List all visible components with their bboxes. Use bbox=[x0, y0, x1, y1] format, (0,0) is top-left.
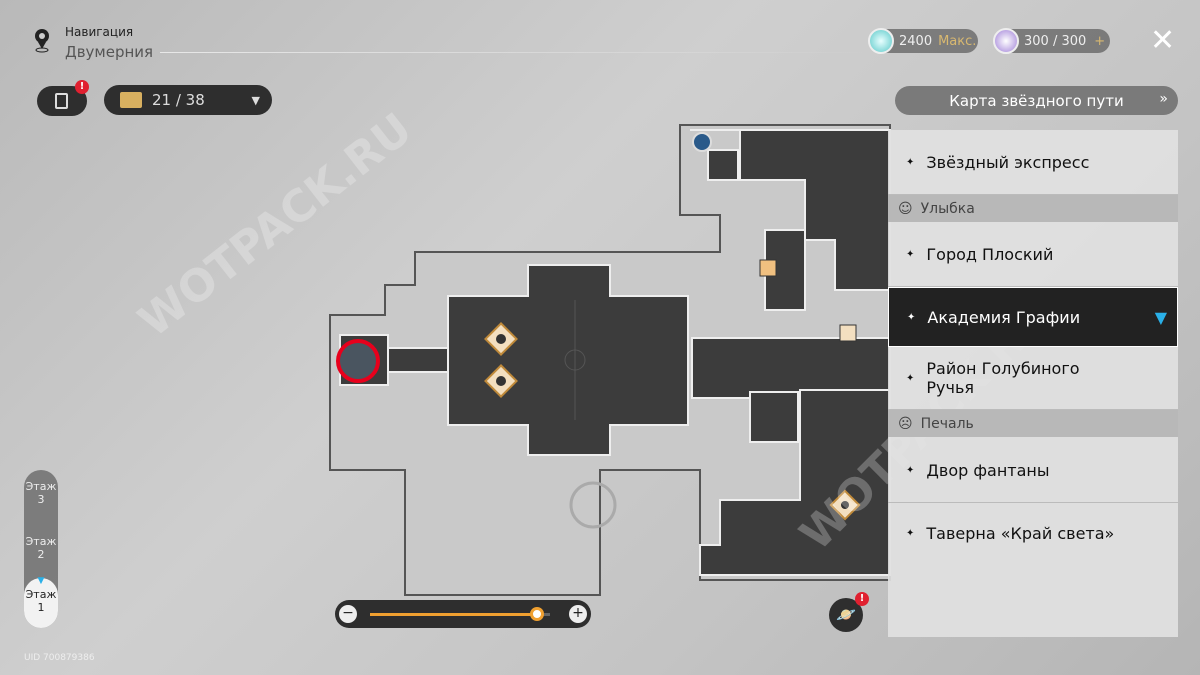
puzzle-icon[interactable] bbox=[759, 259, 777, 277]
planet-icon: 🪐 bbox=[836, 605, 856, 624]
quest-marker-icon[interactable] bbox=[484, 322, 518, 356]
clipboard-icon bbox=[55, 93, 68, 109]
zoom-out-button[interactable]: − bbox=[339, 605, 357, 623]
planet-button[interactable]: 🪐 ! bbox=[829, 592, 869, 632]
reserved-power-counter: 2400 Макс. bbox=[868, 28, 978, 54]
close-icon[interactable]: ✕ bbox=[1150, 23, 1176, 58]
zoom-control[interactable]: − + bbox=[335, 600, 591, 628]
zoom-slider-handle[interactable] bbox=[530, 607, 545, 621]
chest-count: 21 / 38 bbox=[152, 91, 205, 109]
star-map-label: Карта звёздного пути bbox=[949, 91, 1124, 110]
reserved-power-icon bbox=[868, 28, 894, 54]
quest-marker-icon[interactable] bbox=[829, 489, 861, 521]
chest-counter-dropdown[interactable]: 21 / 38 ▼ bbox=[104, 85, 272, 115]
zoom-fill bbox=[370, 613, 538, 616]
mission-log-button[interactable]: ! bbox=[37, 80, 89, 116]
location-item-selected[interactable]: ✦Академия Графии▼ bbox=[888, 287, 1178, 347]
location-pin-icon bbox=[33, 27, 51, 53]
trailblaze-power-counter: 300 / 300 + bbox=[993, 28, 1110, 54]
star-rail-map-button[interactable]: Карта звёздного пути » bbox=[895, 86, 1178, 115]
map-name: Двумерния bbox=[65, 43, 154, 61]
trailblaze-power-icon bbox=[993, 28, 1019, 54]
chevron-right-icon: » bbox=[1159, 91, 1168, 107]
zoom-in-button[interactable]: + bbox=[569, 605, 587, 623]
chevron-down-icon: ▼ bbox=[251, 93, 260, 107]
treasure-chest-icon bbox=[120, 92, 142, 108]
resource-value: 2400 bbox=[899, 33, 933, 49]
smile-mask-icon: ☺ bbox=[898, 200, 913, 217]
add-power-button[interactable]: + bbox=[1094, 33, 1106, 49]
resource-value: 300 / 300 bbox=[1024, 33, 1087, 49]
alert-badge: ! bbox=[75, 80, 89, 94]
location-item[interactable]: ✦Район Голубиного Ручья bbox=[888, 347, 1178, 410]
section-header: ☹Печаль bbox=[888, 410, 1178, 437]
location-list[interactable]: ✦Звёздный экспресс ☺Улыбка ✦Город Плоски… bbox=[888, 130, 1178, 637]
nav-arrow-icon: ▼ bbox=[1154, 307, 1167, 327]
sad-mask-icon: ☹ bbox=[898, 415, 913, 432]
location-item[interactable]: ✦Звёздный экспресс bbox=[888, 130, 1178, 195]
header-title: Навигация bbox=[65, 25, 134, 39]
location-item[interactable]: ✦Таверна «Край света» bbox=[906, 523, 1115, 543]
divider bbox=[160, 52, 880, 53]
resource-max-label: Макс. bbox=[938, 33, 977, 49]
quest-marker-icon[interactable] bbox=[484, 364, 518, 398]
location-item[interactable]: ✦Город Плоский bbox=[888, 222, 1178, 287]
alert-badge: ! bbox=[855, 592, 869, 606]
player-location-marker bbox=[336, 339, 380, 383]
uid-label: UID 700879386 bbox=[24, 653, 95, 663]
section-header: ☺Улыбка bbox=[888, 195, 1178, 222]
exit-icon bbox=[839, 324, 857, 342]
space-anchor-icon[interactable] bbox=[692, 132, 712, 152]
location-item[interactable]: ✦Двор фантаны bbox=[888, 438, 1178, 503]
